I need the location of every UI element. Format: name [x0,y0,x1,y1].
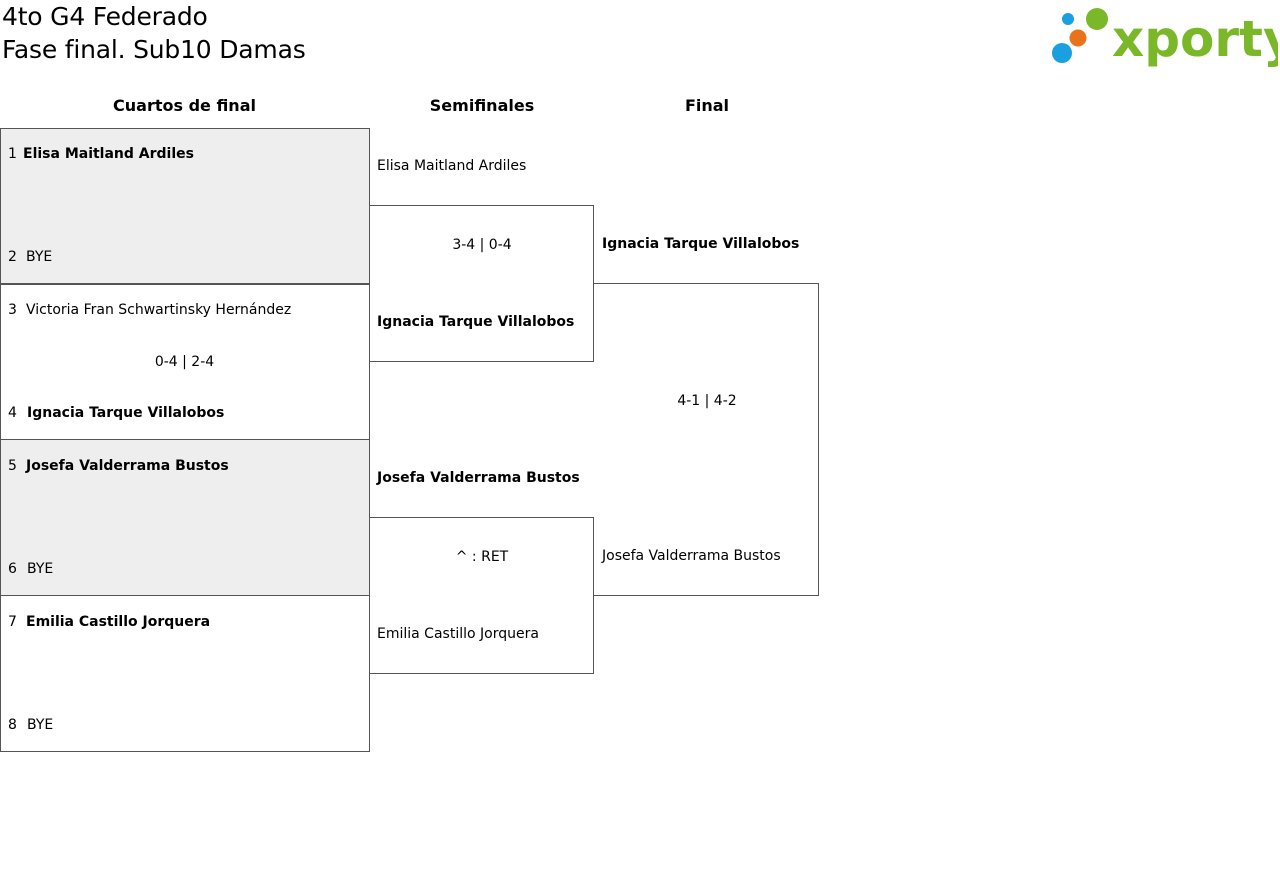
tournament-title: 4to G4 Federado [2,2,208,31]
player-name-bye: BYE [27,561,54,577]
match-score: 4-1 | 4-2 [677,393,737,409]
match-score: 0-4 | 2-4 [154,354,215,370]
player-name-bye: BYE [27,717,54,733]
logo-wordmark: xporty [1112,10,1278,68]
semifinal-player-name[interactable]: Elisa Maitland Ardiles [377,158,527,174]
semifinal-match-1[interactable] [369,205,594,362]
seed-number: 1 [8,146,17,162]
final-player-name-winner[interactable]: Ignacia Tarque Villalobos [602,236,800,252]
xporty-logo[interactable]: xporty [1050,4,1280,68]
player-name-winner[interactable]: Josefa Valderrama Bustos [26,458,229,474]
match-score: 3-4 | 0-4 [452,237,512,253]
semifinal-player-name-winner[interactable]: Josefa Valderrama Bustos [377,470,580,486]
logo-dot-orange [1069,29,1087,47]
seed-number: 2 [8,249,17,265]
player-name-winner[interactable]: Elisa Maitland Ardiles [23,146,194,162]
column-heading-quarterfinals: Cuartos de final [113,96,256,115]
player-name[interactable]: Victoria Fran Schwartinsky Hernández [26,302,292,318]
seed-number: 6 [8,561,17,577]
match-score: ^ : RET [455,549,509,565]
final-player-name[interactable]: Josefa Valderrama Bustos [602,548,781,564]
column-heading-semifinals: Semifinales [429,96,535,115]
seed-number: 7 [8,614,17,630]
quarterfinal-match-1[interactable] [0,128,370,285]
seed-number: 5 [8,458,17,474]
player-name-bye: BYE [26,249,53,265]
column-heading-final: Final [684,96,730,115]
player-name-winner[interactable]: Emilia Castillo Jorquera [26,614,211,630]
logo-dot-blue-large [1052,43,1072,63]
seed-number: 8 [8,717,17,733]
seed-number: 4 [8,405,17,421]
seed-number: 3 [8,302,17,318]
logo-dot-green [1086,8,1108,30]
semifinal-player-name-winner[interactable]: Ignacia Tarque Villalobos [377,314,575,330]
final-match[interactable] [594,283,819,596]
semifinal-match-2[interactable] [369,517,594,674]
bracket-subtitle: Fase final. Sub10 Damas [2,35,306,64]
player-name-winner[interactable]: Ignacia Tarque Villalobos [27,405,225,421]
logo-dot-blue-small [1062,13,1074,25]
semifinal-player-name[interactable]: Emilia Castillo Jorquera [377,626,539,642]
quarterfinal-match-3[interactable] [0,439,370,596]
